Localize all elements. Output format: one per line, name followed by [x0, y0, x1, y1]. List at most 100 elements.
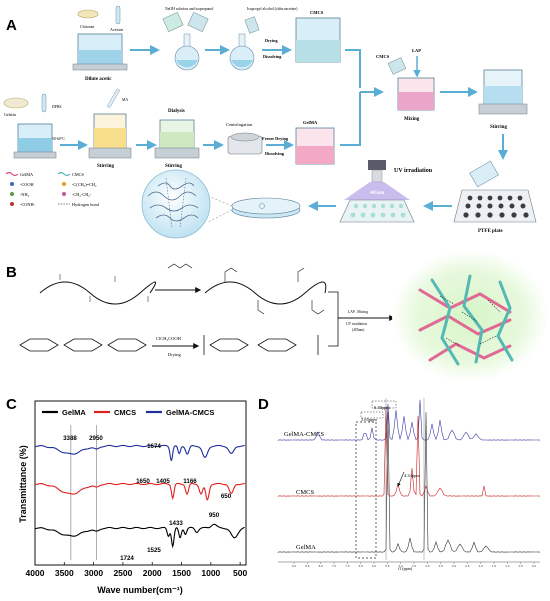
network-sphere-icon — [141, 169, 211, 239]
panel-a: A Chitosan Acetone Dilute acetic NaOH so… — [3, 5, 537, 239]
nmr-tick-label: 4.5 — [412, 564, 417, 568]
nmr-tick-label: 1.5 — [492, 564, 497, 568]
legend-conh: -CONH- — [20, 202, 36, 207]
nmr-tick-label: 9.0 — [292, 564, 297, 568]
ftir-xtick-label: 2500 — [113, 568, 132, 578]
merge-bracket — [328, 291, 339, 347]
gelma-side-groups — [224, 267, 325, 315]
nmr-tick-label: 1.0 — [505, 564, 510, 568]
naoh-label: NaOH solution and isopropanol — [165, 7, 213, 11]
acetone-tube-icon — [115, 5, 121, 25]
ftir-annotation: 1433 — [169, 520, 183, 527]
ftir-xtick-label: 2000 — [143, 568, 162, 578]
uv-nm-label: 405nm — [370, 191, 385, 196]
nmr-tick-label: 3.5 — [439, 564, 444, 568]
ftir-xtick-label: 3500 — [55, 568, 74, 578]
ftir-xtick-label: 1000 — [201, 568, 220, 578]
panel-a-letter: A — [6, 17, 17, 34]
mixing-beaker-icon — [397, 77, 435, 111]
ftir-legend-label: GelMA-CMCS — [166, 408, 214, 417]
ftir-annotation: 1650 — [136, 478, 150, 485]
nmr-trace-mid — [277, 406, 541, 497]
nmr-peak-434: 4.34ppm — [404, 473, 420, 478]
nmr-tick-label: 4.0 — [425, 564, 430, 568]
nmr-tick-label: 8.0 — [319, 564, 324, 568]
dilute-acetic-label: Dilute acetic — [85, 77, 112, 82]
ftir-series-cmcs — [35, 482, 245, 501]
dpbs-tube-icon — [41, 93, 47, 113]
ftir-plot-frame — [34, 400, 247, 566]
stirring-3-label: Stirring — [490, 125, 507, 130]
flask-2-icon — [229, 16, 260, 71]
panel-b-letter: B — [6, 264, 17, 281]
nmr-peak-box-1 — [360, 411, 384, 419]
gelatin-chain — [39, 281, 157, 305]
chitosan-icon — [77, 9, 99, 19]
ftir-annotation: 1525 — [147, 547, 161, 554]
nmr-axis-label: f1 (ppm) — [398, 566, 413, 571]
isopropyl-label: Isopropyl alcohol (chloroacetate) — [247, 7, 298, 11]
ftir-annotation: 1405 — [156, 478, 170, 485]
ptfe-label: PTFE plate — [478, 229, 503, 234]
cmcs-mix-label: CMCS — [376, 54, 390, 59]
nmr-tick-label: 6.5 — [359, 564, 364, 568]
nmr-tick-label: 8.5 — [305, 564, 310, 568]
nmr-tick-label: 0.5 — [519, 564, 524, 568]
ptfe-plate-icon — [453, 189, 537, 223]
zoom-line-top — [207, 195, 233, 207]
nmr-tick-label: 7.5 — [332, 564, 337, 568]
nmr-peak-box-2 — [371, 400, 397, 409]
ftir-ylabel: Transmittance (%) — [18, 445, 28, 523]
beaker-gelma-icon — [295, 127, 335, 165]
centrifugation-label: Centrifugation — [226, 122, 253, 127]
acetone-label: Acetone — [110, 27, 124, 32]
cmcs-pour-icon — [387, 57, 407, 75]
ftir-annotation: 3388 — [63, 435, 77, 442]
legend-panel-a: GelMA CMCS -COOH -C(CH₃)=CH₂ -NH₂ -CH₂-C… — [5, 171, 100, 207]
dialysis-beaker-icon — [154, 119, 200, 159]
flask-icon — [174, 33, 200, 71]
hydrogel-network-icon — [392, 250, 548, 382]
nmr-tick-label: 7.0 — [345, 564, 350, 568]
ftir-annotation: 650 — [221, 493, 232, 500]
arrow-gelma-up — [340, 92, 361, 146]
panel-c-letter: C — [6, 396, 17, 413]
drying-b-label: Drying — [168, 352, 181, 357]
cmcs-top-label: CMCS — [310, 10, 324, 15]
legend-methacryl: -C(CH₃)=CH₂ — [72, 182, 97, 187]
hydrogel-disc-icon — [231, 197, 301, 219]
ftir-legend-label: GelMA — [62, 408, 86, 417]
ftir-legend-label: CMCS — [114, 408, 136, 417]
dissolving-2-label: Dissolving — [265, 151, 285, 156]
clch2cooh-label: ClCH₂COOH — [156, 336, 182, 341]
nmr-label-gelma: GelMA — [296, 544, 316, 551]
stirring-1-label: Stirring — [97, 164, 114, 169]
nmr-tick-label: 5.5 — [385, 564, 390, 568]
legend-gelma: GelMA — [20, 172, 34, 177]
mixing-label: Mixing — [404, 117, 420, 122]
freeze-drying-label: Freeze Drying — [262, 136, 289, 141]
nmr-tick-label: 2.0 — [479, 564, 484, 568]
legend-hbond: Hydrogen bond — [72, 202, 100, 207]
gelma-label: GelMA — [303, 120, 318, 125]
ftir-xlabel: Wave number(cm⁻¹) — [97, 585, 182, 595]
nmr-tick-label: 3.0 — [452, 564, 457, 568]
ftir-annotation: 1674 — [147, 443, 161, 450]
ftir-xtick-label: 1500 — [172, 568, 191, 578]
zoom-line-bottom — [207, 209, 233, 223]
drying-label: Drying — [265, 38, 278, 43]
ftir-series-gelma — [35, 523, 245, 549]
nmr-tick-label: 2.5 — [465, 564, 470, 568]
dpbs-label: DPBS — [52, 105, 62, 109]
nmr-arrow-434 — [397, 471, 405, 487]
stirring-beaker-1-icon — [88, 113, 132, 159]
nmr-tick-label: 0.0 — [532, 564, 537, 568]
nmr-trace-bottom — [277, 411, 541, 553]
chitosan-rings — [19, 338, 147, 352]
nmr-tick-label: 5.0 — [399, 564, 404, 568]
stirring-beaker-3-icon — [478, 69, 528, 115]
